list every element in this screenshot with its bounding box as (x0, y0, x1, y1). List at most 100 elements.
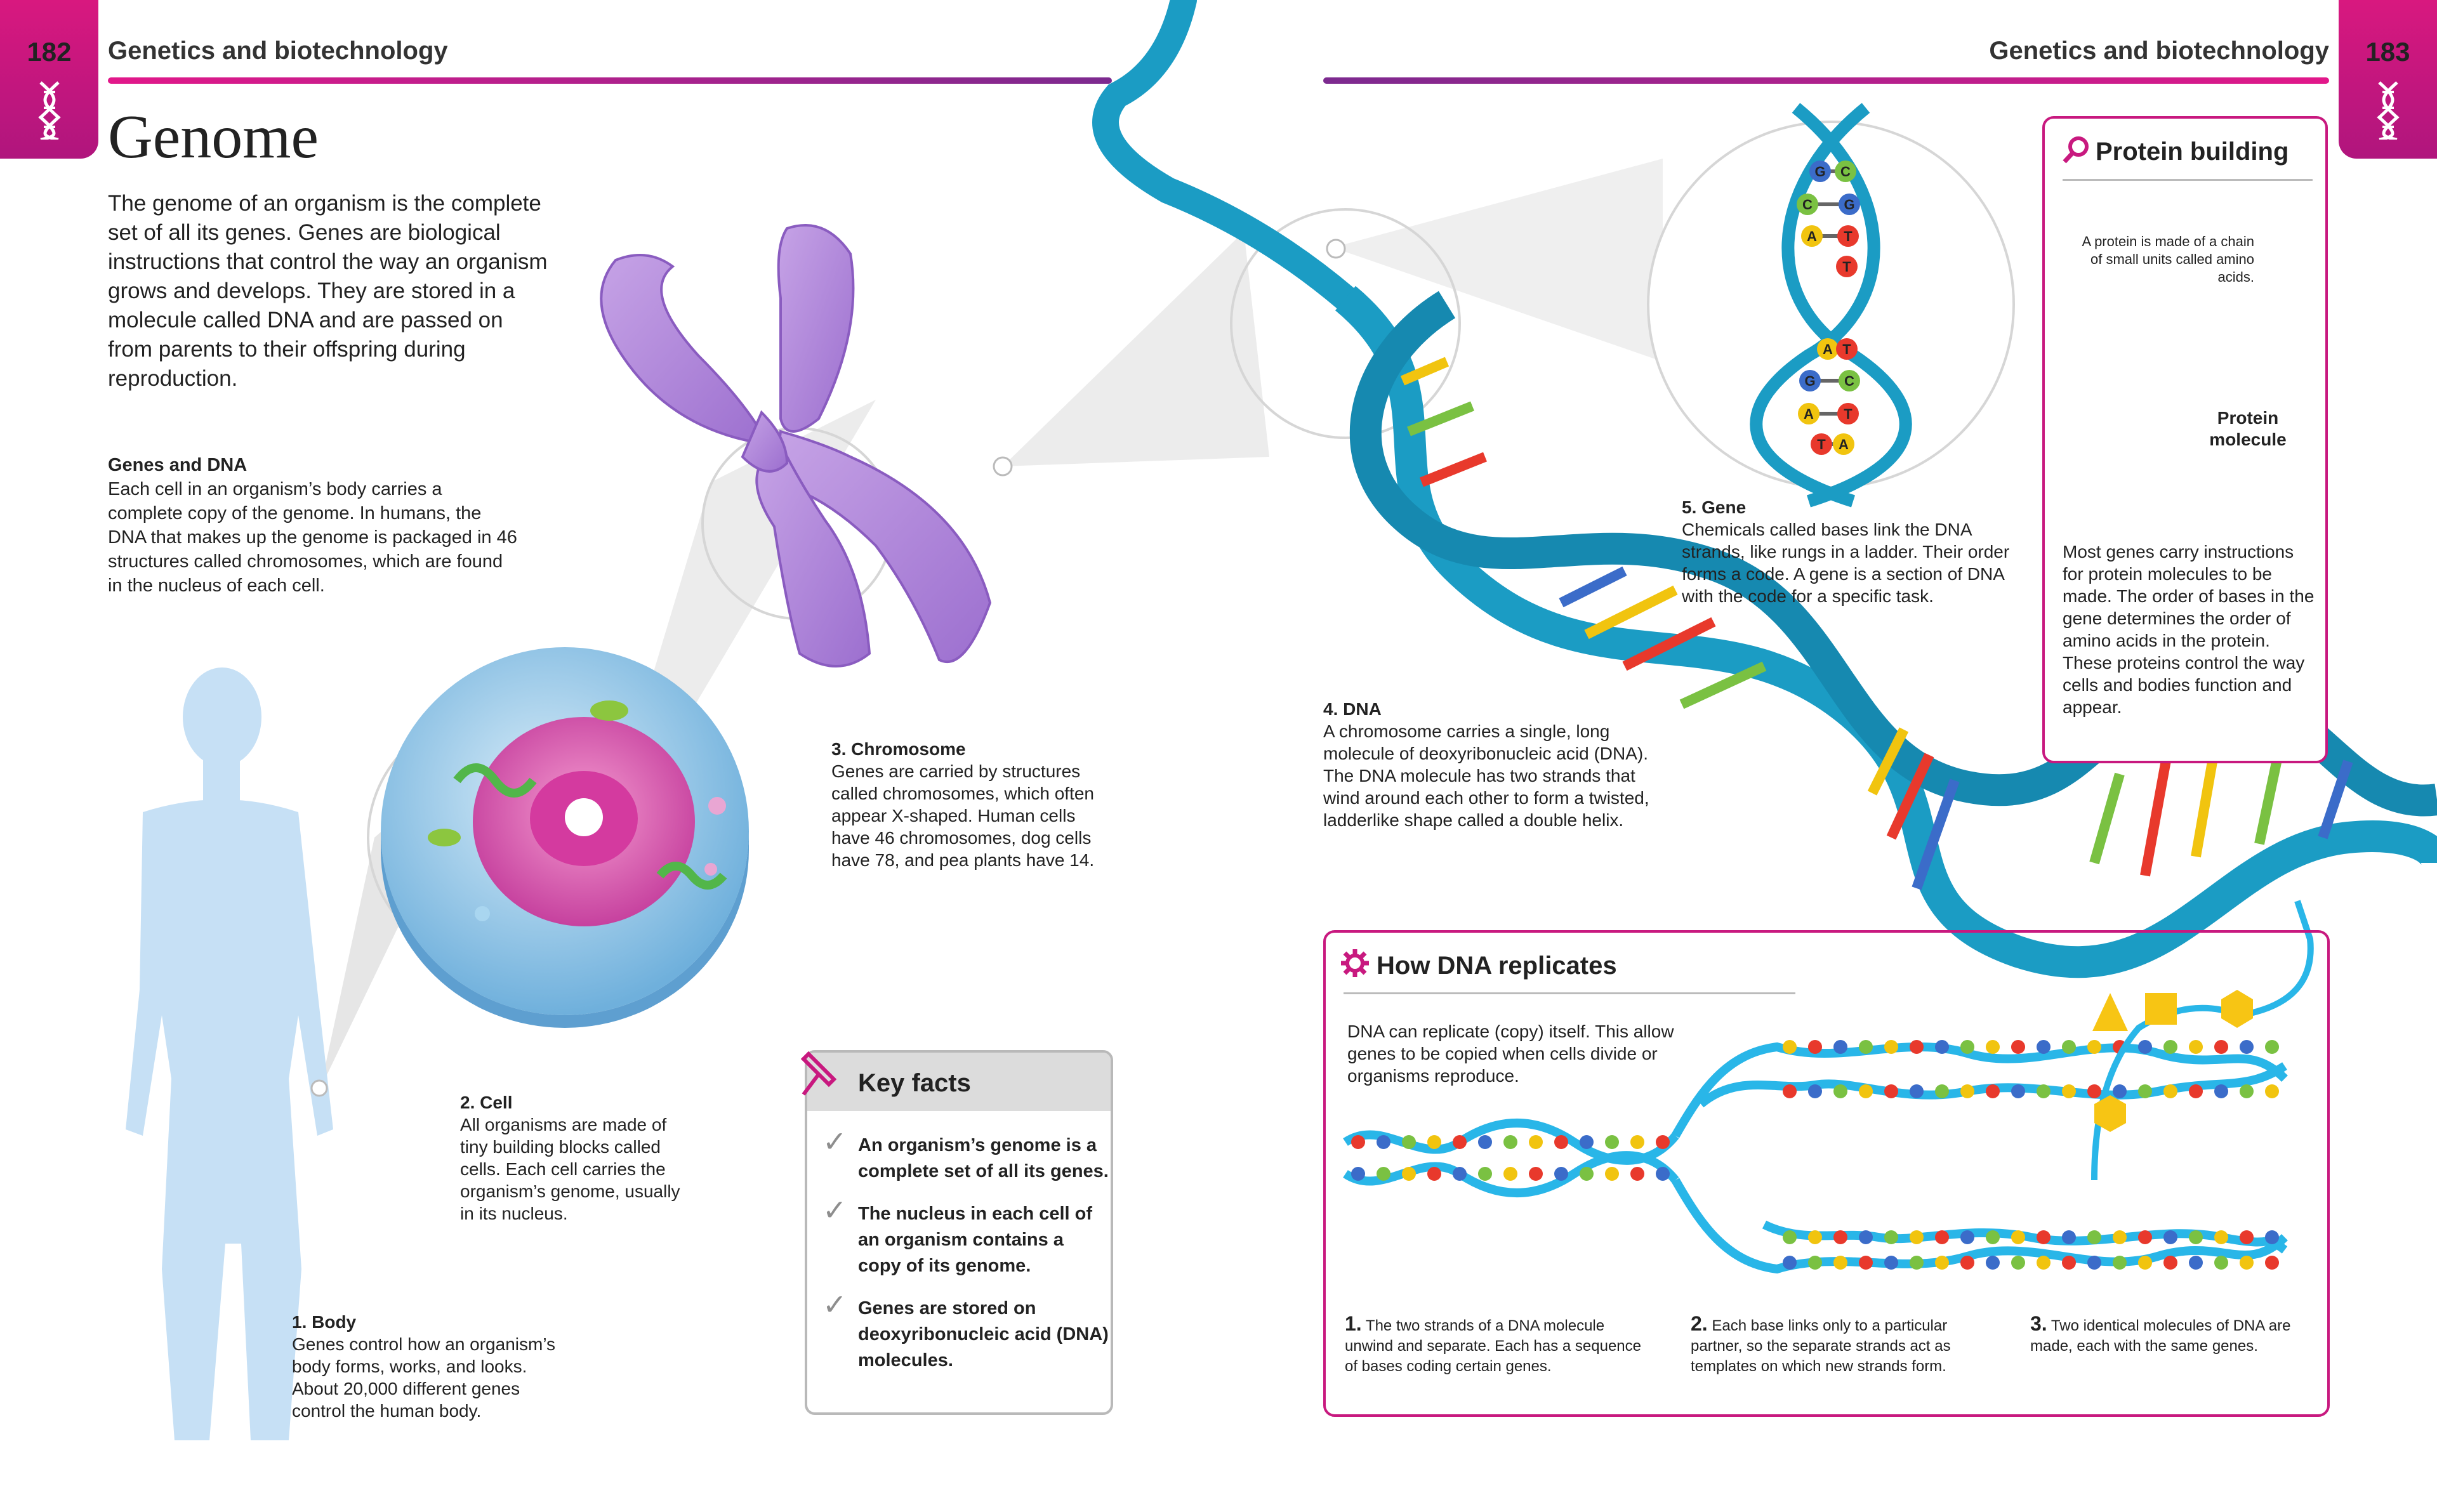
replication-base-dot (1808, 1084, 1822, 1098)
replication-base-dot (2214, 1040, 2228, 1054)
label-dna: 4. DNA A chromosome carries a single, lo… (1323, 698, 1653, 831)
right-page-tab: 183 (2339, 0, 2437, 159)
base-letter: A (1807, 228, 1817, 244)
replication-base-dot (1859, 1040, 1873, 1054)
replication-base-dot (2062, 1230, 2076, 1244)
replication-base-dot (1808, 1040, 1822, 1054)
replication-base-dot (1503, 1135, 1517, 1149)
replication-base-dot (2189, 1256, 2203, 1270)
replication-base-dot (2037, 1230, 2051, 1244)
label-cell-heading: 2. Cell (460, 1093, 513, 1112)
replication-base-dot (2087, 1040, 2101, 1054)
replication-base-dot (2011, 1040, 2025, 1054)
replication-base-dot (1986, 1084, 2000, 1098)
replication-base-dot (1377, 1135, 1390, 1149)
base-letter: T (1844, 406, 1853, 422)
base-letter: T (1842, 259, 1851, 275)
replication-base-dot (2087, 1256, 2101, 1270)
magnifier-icon (2063, 136, 2089, 164)
base-letter: A (1804, 406, 1814, 422)
base-circle (1797, 194, 1818, 215)
replication-step-1: 1. The two strands of a DNA molecule unw… (1345, 1312, 1642, 1375)
label-dna-heading: 4. DNA (1323, 699, 1382, 719)
replication-base-dot (2113, 1256, 2127, 1270)
replication-base-dot (1960, 1256, 1974, 1270)
base-circle (1839, 194, 1860, 215)
replication-base-dot (2163, 1084, 2177, 1098)
replication-base-dot (2240, 1230, 2254, 1244)
replication-base-dot (2240, 1084, 2254, 1098)
label-body-text: Genes control how an organism’s body for… (292, 1334, 556, 1421)
base-circle (1833, 433, 1854, 455)
replication-base-dot (2240, 1256, 2254, 1270)
replication-base-dot (2189, 1230, 2203, 1244)
check-icon: ✓ (822, 1288, 847, 1321)
pushpin-icon (800, 1051, 837, 1096)
gear-icon (1341, 949, 1369, 977)
replication-base-dot (1783, 1230, 1797, 1244)
replication-base-dot (1986, 1040, 2000, 1054)
replication-base-dot (1884, 1084, 1898, 1098)
replication-base-dot (1427, 1135, 1441, 1149)
replication-base-dot (1605, 1135, 1619, 1149)
base-letter: A (1823, 341, 1833, 357)
replication-base-dot (1910, 1230, 1924, 1244)
genes-and-dna-heading: Genes and DNA (108, 455, 248, 475)
key-fact-item: ✓The nucleus in each cell of an organism… (822, 1193, 1093, 1276)
replication-base-dot (1833, 1230, 1847, 1244)
body-marker (310, 1079, 328, 1097)
base-letter: G (1814, 164, 1825, 180)
replication-base-dot (1630, 1167, 1644, 1181)
replication-base-dot (1859, 1084, 1873, 1098)
base-letter: C (1802, 197, 1813, 213)
protein-building-heading: Protein building (2096, 138, 2289, 166)
replication-base-dot (2087, 1084, 2101, 1098)
replication-base-dot (1656, 1135, 1670, 1149)
key-facts-box: Key facts ✓An organism’s genome is a com… (800, 1050, 1113, 1415)
replication-base-dot (2240, 1040, 2254, 1054)
genes-and-dna-block: Genes and DNA Each cell in an organism’s… (108, 453, 520, 598)
replication-base-dot (2037, 1084, 2051, 1098)
replication-base-dot (1859, 1230, 1873, 1244)
replication-base-dot (2189, 1040, 2203, 1054)
replication-base-dot (2163, 1256, 2177, 1270)
replication-base-dot (1656, 1167, 1670, 1181)
replication-base-dot (1910, 1040, 1924, 1054)
key-fact-item: ✓Genes are stored on deoxyribonucleic ac… (822, 1288, 1109, 1371)
replication-base-dot (2062, 1256, 2076, 1270)
right-running-head: Genetics and biotechnology (1989, 37, 2329, 65)
replication-base-dot (1580, 1135, 1594, 1149)
replication-base-dot (1605, 1167, 1619, 1181)
replication-step-2: 2. Each base links only to a particular … (1691, 1312, 1951, 1375)
check-icon: ✓ (822, 1125, 847, 1158)
protein-building-box: Protein building A protein is made of a … (2042, 116, 2328, 763)
replication-intro: DNA can replicate (copy) itself. This al… (1347, 1022, 1674, 1086)
replication-base-dot (2113, 1084, 2127, 1098)
left-page-number: 182 (27, 37, 72, 67)
label-chromosome-heading: 3. Chromosome (831, 739, 966, 759)
replication-base-dot (2138, 1230, 2152, 1244)
zoom-wedge-chromosome-dna (1003, 232, 1269, 466)
left-running-head: Genetics and biotechnology (108, 37, 448, 65)
base-letter: G (1844, 197, 1854, 213)
replication-base-dot (1884, 1230, 1898, 1244)
gene-zoom-circle (1647, 121, 2015, 489)
base-circle (1836, 256, 1858, 277)
genes-and-dna-text: Each cell in an organism’s body carries … (108, 479, 517, 596)
cell-illustration (381, 647, 749, 1028)
replication-base-dot (2265, 1230, 2279, 1244)
replication-base-dot (2214, 1230, 2228, 1244)
left-header-rule (108, 77, 1112, 84)
base-circle (1811, 433, 1832, 455)
right-header-rule (1323, 77, 2329, 84)
replication-base-dot (1478, 1167, 1492, 1181)
replication-base-dot (1427, 1167, 1441, 1181)
replication-base-dot (1960, 1084, 1974, 1098)
replication-base-dot (1833, 1040, 1847, 1054)
replication-base-dot (2265, 1040, 2279, 1054)
replication-base-dot (2138, 1084, 2152, 1098)
zoom-wedge-dna-gene (1333, 159, 1663, 362)
replication-base-dot (2138, 1040, 2152, 1054)
base-letter: T (1817, 437, 1826, 452)
